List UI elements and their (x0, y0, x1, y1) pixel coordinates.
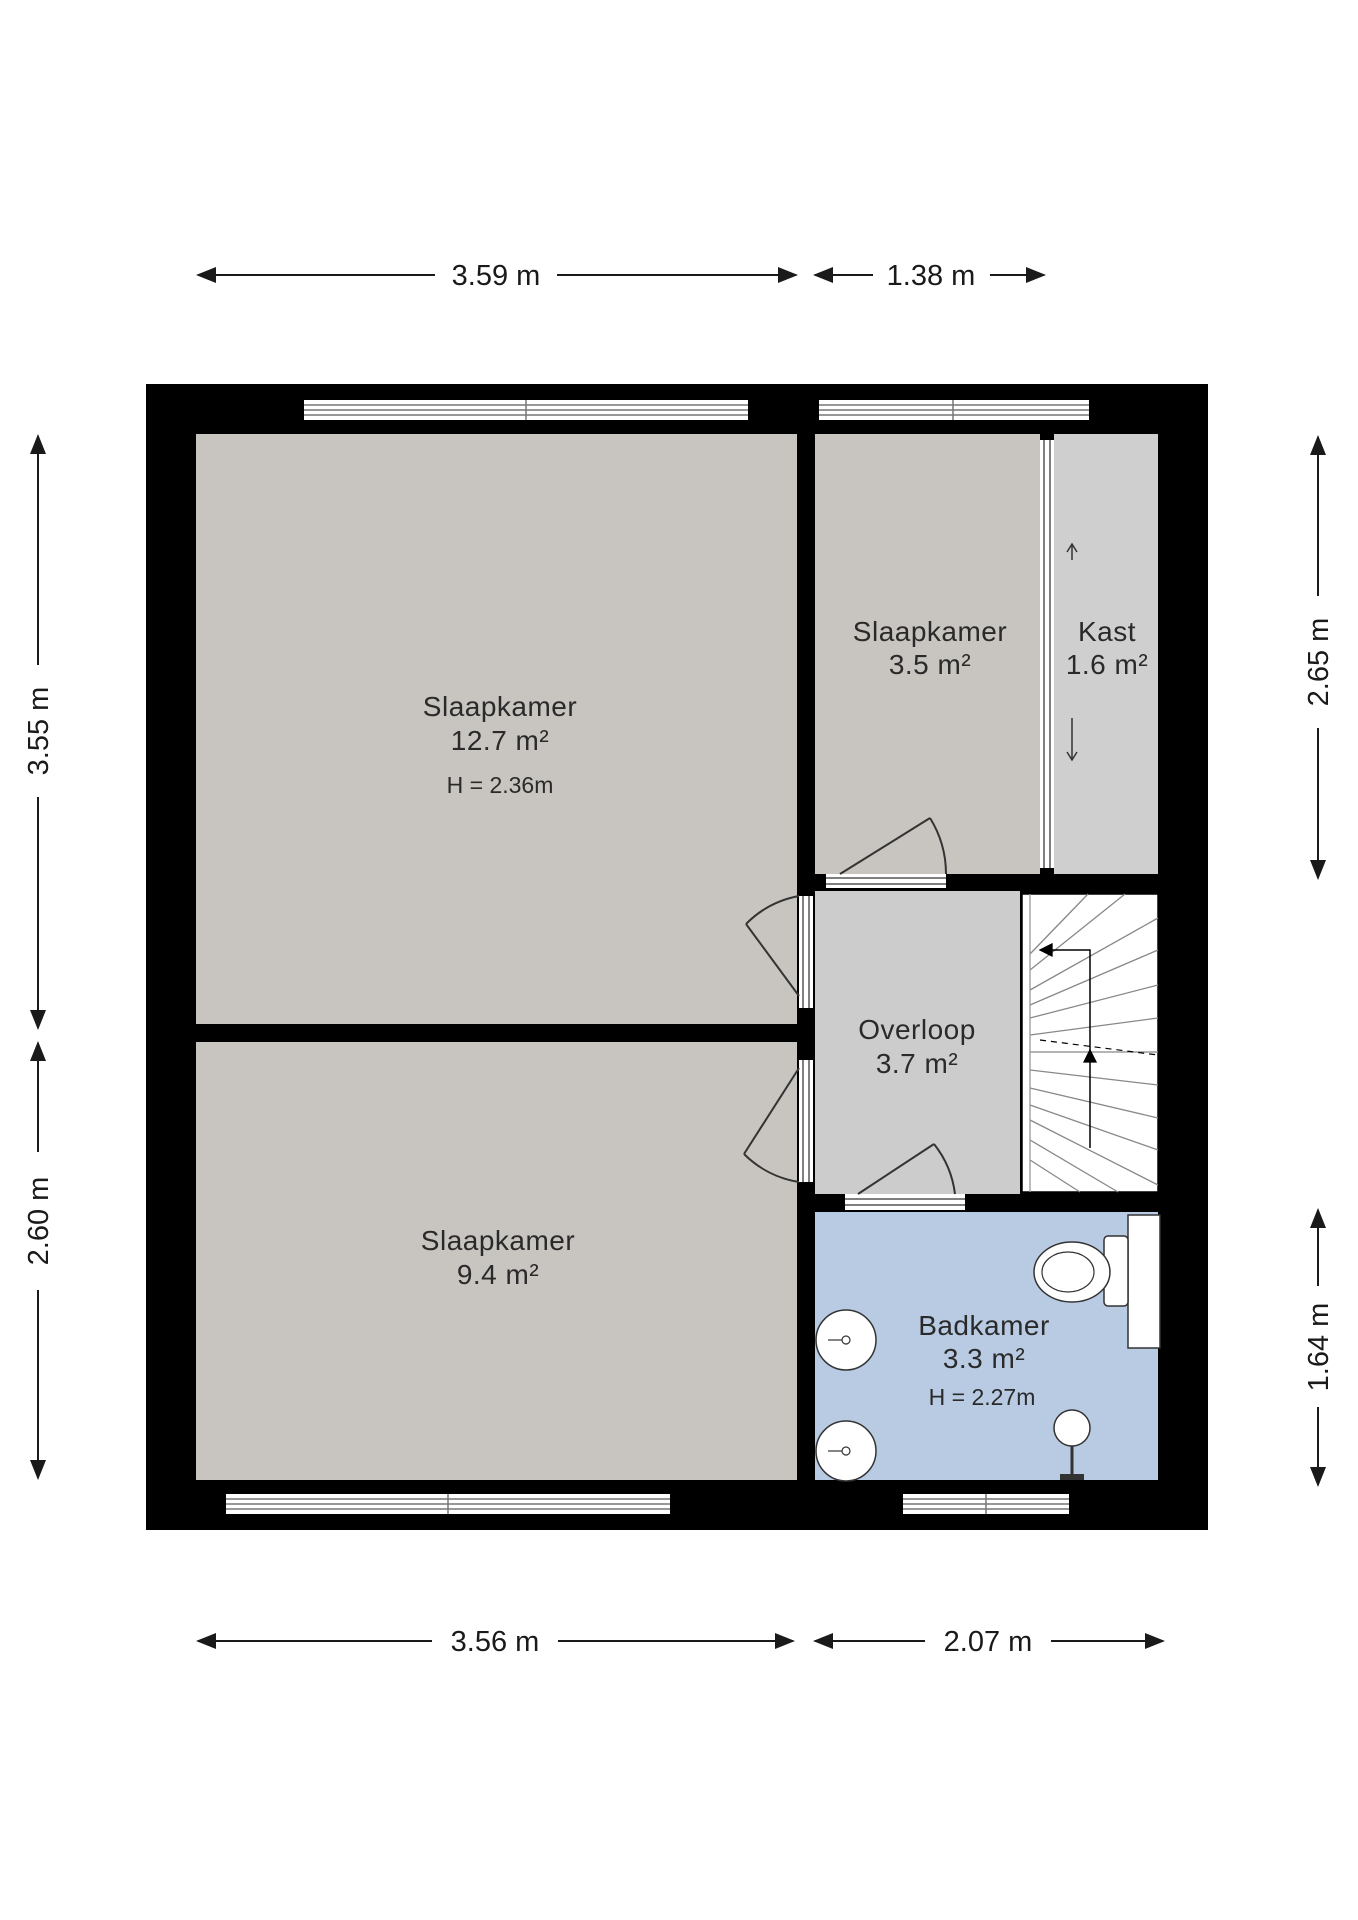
dimension-top-right: 1.38 m (813, 260, 1046, 292)
floor-landing (815, 891, 1020, 1194)
room-name: Badkamer (918, 1310, 1050, 1341)
dimension-bottom-left-label: 3.56 m (451, 1626, 540, 1658)
room-area: 3.5 m² (889, 649, 971, 680)
dimension-top-right-label: 1.38 m (887, 260, 976, 292)
dimension-bottom-right-label: 2.07 m (944, 1626, 1033, 1658)
room-area: 1.6 m² (1066, 649, 1148, 680)
dimension-left-lower: 2.60 m (23, 1041, 55, 1480)
room-name: Slaapkamer (421, 1225, 575, 1256)
window-bottom-right (903, 1494, 1069, 1514)
room-height: H = 2.36m (447, 772, 554, 798)
room-area: 3.3 m² (943, 1343, 1025, 1374)
dimension-bottom-left: 3.56 m (196, 1626, 795, 1658)
dimension-bottom-right: 2.07 m (813, 1626, 1165, 1658)
dimension-top-left-label: 3.59 m (452, 260, 541, 292)
door-bedroom-small (826, 817, 947, 888)
shower-icon (1053, 1409, 1091, 1480)
room-area: 9.4 m² (457, 1259, 539, 1290)
room-name: Overloop (858, 1014, 976, 1045)
room-name: Slaapkamer (423, 691, 577, 722)
door-bedroom-bottom (743, 1060, 813, 1183)
room-name: Kast (1078, 616, 1136, 647)
window-bottom-left (226, 1494, 670, 1514)
window-top-right (819, 400, 1089, 420)
closet-sliding-door (1040, 434, 1078, 874)
floor-bedroom-small (815, 434, 1046, 874)
floor-closet (1046, 434, 1158, 874)
dimension-top-left: 3.59 m (196, 260, 798, 292)
floor-bedroom-bottom (196, 1042, 797, 1480)
room-height: H = 2.27m (929, 1384, 1036, 1410)
room-label-landing: Overloop 3.7 m² (858, 1014, 976, 1079)
door-bathroom (845, 1143, 965, 1210)
room-label-bedroom-bottom: Slaapkamer 9.4 m² (421, 1225, 575, 1290)
room-label-bedroom-large: Slaapkamer 12.7 m² H = 2.36m (423, 691, 577, 798)
dimension-left-lower-label: 2.60 m (23, 1177, 55, 1266)
window-top-left (304, 400, 748, 420)
floor-bedroom-large (196, 434, 797, 1024)
room-label-bathroom: Badkamer 3.3 m² H = 2.27m (918, 1310, 1050, 1410)
toilet-icon (1033, 1235, 1129, 1307)
room-name: Slaapkamer (853, 616, 1007, 647)
door-bedroom-large (745, 895, 813, 1008)
room-label-closet: Kast 1.6 m² (1066, 616, 1148, 680)
staircase (1021, 893, 1159, 1193)
dimension-right-lower-label: 1.64 m (1303, 1303, 1335, 1392)
dimension-left-upper-label: 3.55 m (23, 687, 55, 776)
bathtub-edge (1127, 1214, 1161, 1349)
sink-icon-lower (815, 1420, 877, 1482)
dimension-left-upper: 3.55 m (23, 434, 55, 1030)
room-label-bedroom-small: Slaapkamer 3.5 m² (853, 616, 1007, 680)
dimension-right-upper-label: 2.65 m (1303, 618, 1335, 707)
sink-icon-upper (815, 1309, 877, 1371)
dimension-right-lower: 1.64 m (1303, 1208, 1335, 1487)
dimension-right-upper: 2.65 m (1303, 435, 1335, 880)
room-area: 3.7 m² (876, 1048, 958, 1079)
room-area: 12.7 m² (451, 725, 549, 756)
